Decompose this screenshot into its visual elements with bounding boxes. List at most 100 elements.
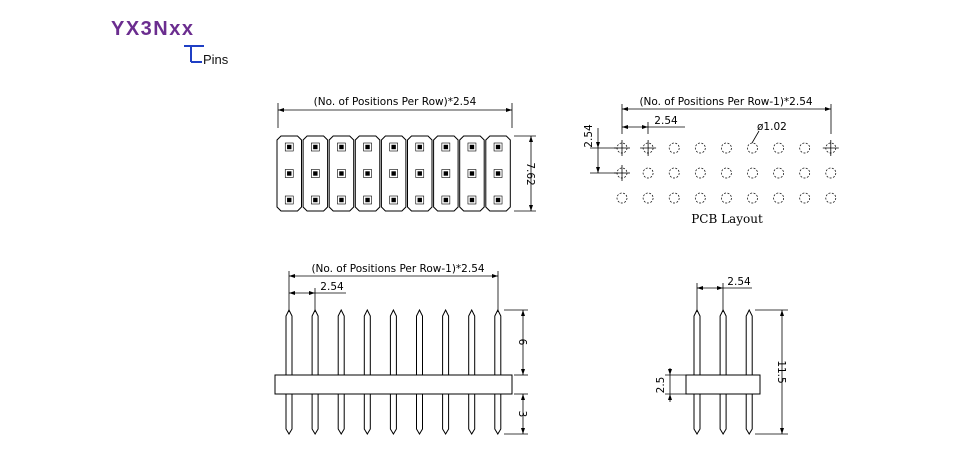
top-view-pin (493, 195, 503, 205)
top-view-pin (337, 195, 346, 205)
top-view-pin (389, 169, 398, 178)
pcb-hole (747, 142, 758, 154)
top-view-pin (363, 169, 372, 178)
top-view-housing (276, 135, 511, 212)
end-view-pins (693, 308, 753, 435)
top-view-pin (389, 195, 398, 205)
top-view-pin (415, 142, 425, 152)
top-view-pin (337, 142, 346, 152)
pcb-holes (614, 140, 839, 204)
pcb-hole (825, 167, 837, 179)
pcb-hole (614, 165, 630, 181)
top-view-cell (459, 135, 485, 212)
pcb-row-pitch-dimension: 2.54 (583, 124, 618, 174)
pcb-hole (721, 167, 732, 179)
pcb-hole (694, 192, 706, 204)
top-view-pin (441, 169, 451, 178)
top-view-width-dimension: 7.62 (514, 135, 536, 212)
top-view-pin (467, 142, 477, 152)
side-view-pin (442, 308, 450, 435)
pcb-hole (773, 167, 784, 179)
side-pitch-label: 2.54 (320, 281, 344, 293)
pcb-hole (668, 142, 680, 154)
top-view-cell (354, 135, 381, 212)
side-view-pin (363, 308, 371, 435)
pcb-hole (799, 167, 811, 179)
top-view-pin (415, 169, 425, 178)
top-view-cell (276, 135, 302, 212)
side-view-pin (285, 308, 293, 435)
pcb-hole (747, 192, 758, 204)
pins-marker-bracket (184, 45, 204, 63)
top-view-pin (284, 142, 294, 152)
pcb-hole (616, 192, 628, 204)
top-view-length-label: (No. of Positions Per Row)*2.54 (314, 96, 477, 108)
pcb-hole (822, 140, 839, 156)
end-body (685, 374, 761, 395)
pcb-span-label: (No. of Positions Per Row-1)*2.54 (639, 96, 812, 108)
side-view: (No. of Positions Per Row-1)*2.54 2.54 6… (274, 263, 528, 435)
side-top-height-label: 6 (516, 339, 528, 346)
side-view-pin (494, 308, 502, 435)
top-view-cell (485, 135, 511, 212)
top-view-pin (311, 195, 320, 205)
side-height-dimensions: 6 3 (504, 309, 528, 435)
pcb-hole-callout: ø1.02 (751, 121, 787, 144)
top-view-pin (441, 142, 451, 152)
side-view-pin (468, 308, 476, 435)
top-view-pin (389, 142, 398, 152)
top-view-pin (441, 195, 451, 205)
end-view: 2.54 11.5 2.5 (655, 276, 788, 435)
side-view-pin (311, 308, 319, 435)
pcb-hole (694, 167, 706, 179)
side-span-dimension: (No. of Positions Per Row-1)*2.54 (288, 263, 499, 312)
top-view-pin (311, 142, 320, 152)
top-view-pin (363, 195, 372, 205)
pcb-hole (721, 192, 732, 204)
pins-label: Pins (203, 52, 229, 67)
end-pitch-label: 2.54 (727, 276, 751, 288)
pcb-span-dimension: (No. of Positions Per Row-1)*2.54 (621, 96, 832, 134)
top-view-cell (407, 135, 433, 212)
end-body-height-label: 2.5 (655, 377, 667, 394)
end-body-height-dimension: 2.5 (655, 368, 686, 402)
pcb-row-pitch-label: 2.54 (583, 124, 595, 148)
pcb-hole (799, 192, 811, 204)
end-view-pin (745, 308, 753, 435)
end-view-pin (693, 308, 701, 435)
pcb-hole (721, 142, 732, 154)
top-view-width-label: 7.62 (524, 162, 536, 185)
pcb-hole (825, 192, 837, 204)
top-view-pin (311, 169, 320, 178)
pcb-hole (642, 167, 654, 179)
top-view-pin (467, 195, 477, 205)
pcb-layout: (No. of Positions Per Row-1)*2.54 2.54 2… (583, 96, 839, 226)
pcb-hole (668, 192, 680, 204)
pcb-hole (773, 192, 784, 204)
top-view-pin (284, 195, 294, 205)
pcb-hole (642, 192, 654, 204)
pcb-hole (640, 140, 657, 156)
side-body (274, 374, 513, 395)
pcb-hole (614, 140, 630, 156)
pcb-hole (668, 167, 680, 179)
side-view-pin (389, 308, 397, 435)
end-height-dimension: 11.5 (755, 309, 788, 435)
side-view-pins (285, 308, 502, 435)
side-pitch-dimension: 2.54 (289, 281, 346, 312)
pcb-hole (773, 142, 784, 154)
pcb-pitch-label: 2.54 (654, 115, 678, 127)
top-view-pin (415, 195, 425, 205)
end-view-pin (719, 308, 727, 435)
pcb-hole-label: ø1.02 (757, 121, 787, 133)
pcb-hole (799, 142, 811, 154)
top-view-cell (380, 135, 407, 212)
side-view-pin (337, 308, 345, 435)
pcb-hole (694, 142, 706, 154)
top-view-pin (493, 169, 503, 178)
pcb-hole (747, 167, 758, 179)
top-view-length-dimension: (No. of Positions Per Row)*2.54 (277, 96, 513, 128)
pcb-layout-title: PCB Layout (691, 212, 763, 226)
side-view-pin (416, 308, 423, 435)
